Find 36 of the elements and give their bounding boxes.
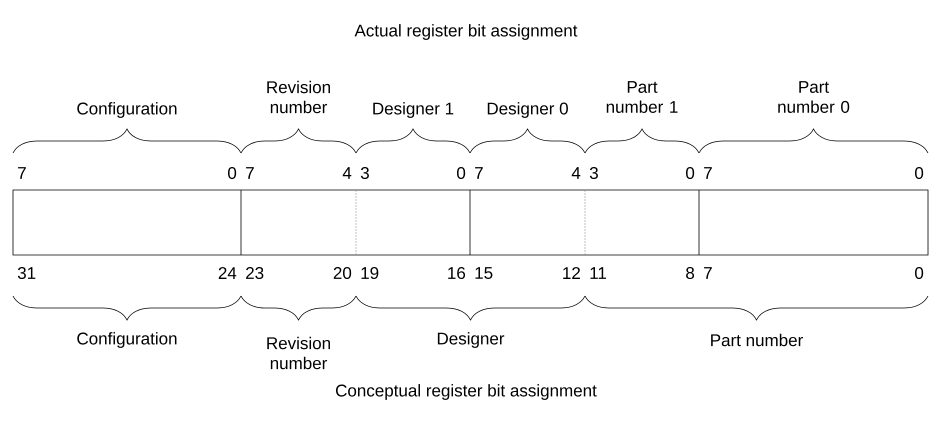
bit-number: 19 [362,266,378,280]
bit-number: 20 [334,266,352,280]
bit-number: 31 [18,266,36,280]
caption: Conceptual register bit assignment [336,384,597,400]
bit-number: 15 [476,267,492,279]
bit-number: 0 [915,166,924,180]
bit-number: 7 [18,167,26,179]
bit-number: 7 [475,167,483,179]
bit-number: 7 [704,267,712,279]
brace-label: Part number 0 [778,81,850,113]
brace-label: Designer [438,332,504,348]
brace-label: Designer 0 [488,102,568,118]
bit-number: 16 [448,266,466,280]
bit-number: 4 [342,167,352,179]
bit-number: 0 [228,166,236,180]
title: Actual register bit assignment [354,24,578,40]
brace-label: Designer 1 [373,102,454,118]
bit-number: 4 [572,167,580,179]
bit-number: 24 [218,267,236,279]
bit-number: 8 [686,266,694,280]
brace-label: Part number [711,334,803,346]
bit-number: 0 [686,166,694,180]
bit-number: 7 [246,167,254,179]
brace-label: Configuration [77,332,176,348]
brace-label: Part number 1 [606,81,678,113]
bit-number: 7 [704,167,712,179]
bit-number: 3 [590,166,598,180]
bit-number: 0 [915,266,924,280]
brace-label: Revision number [267,80,330,114]
bit-number: 3 [360,166,369,180]
bit-number: 23 [246,266,264,280]
brace-label: Revision number [267,336,330,370]
bit-number: 0 [457,166,466,180]
bit-number: 11 [590,267,606,279]
bit-number: 12 [563,267,580,279]
brace-label: Configuration [77,102,176,118]
